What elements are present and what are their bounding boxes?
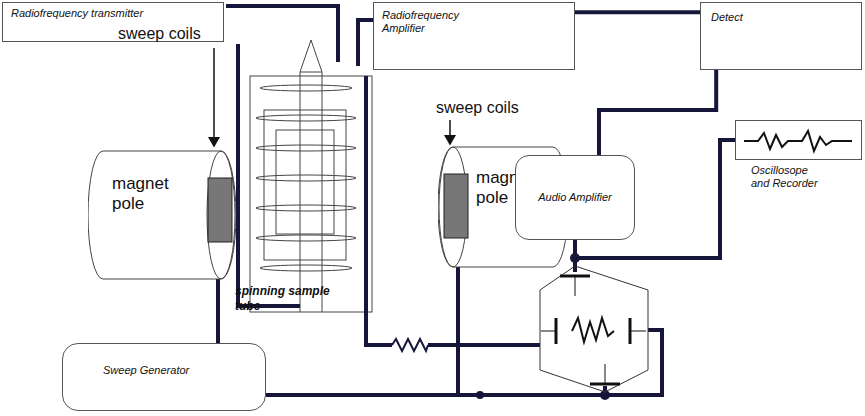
sweep-coil (444, 174, 468, 238)
part-label: sweep coils (118, 24, 201, 44)
bridge-network (540, 266, 648, 392)
trace-line (744, 131, 852, 151)
cylinder-body (88, 151, 236, 279)
junction-dots (476, 253, 610, 400)
bridge-plates (556, 276, 630, 384)
sample-probe (250, 40, 372, 312)
sweep-coil (208, 178, 232, 242)
generator-box: Sweep Generator (62, 343, 266, 411)
amplifier-box: Audio Amplifier (515, 155, 635, 240)
magnet-pole: magnet pole (88, 150, 236, 280)
signal-wire (599, 70, 716, 155)
node-label: magnet pole (112, 174, 194, 215)
pole-face (439, 147, 467, 267)
oscilloscope-trace (736, 121, 861, 159)
oscilloscope-box: Oscillosope and Recorder (735, 120, 862, 160)
signal-wire (575, 10, 700, 14)
detector-box: Detect (700, 2, 862, 70)
amplifier-box: Radiofrequency Amplifier (373, 2, 575, 70)
part-label: spinning sample tube (235, 284, 335, 314)
bridge-stems (541, 276, 646, 384)
node-label: Radiofrequency transmitter (11, 7, 215, 20)
magnet-pole-outline (88, 150, 236, 280)
pole-face (207, 151, 235, 279)
node-label: Detect (711, 11, 851, 24)
node-label: Sweep Generator (103, 364, 255, 377)
part-label: sweep coils (436, 98, 519, 118)
resistor-symbol (392, 339, 428, 351)
node-label: Radiofrequency Amplifier (382, 9, 492, 35)
node-label: Audio Amplifier (538, 191, 612, 204)
bridge-signal (572, 318, 614, 342)
node-label: Oscillosope and Recorder (751, 164, 829, 190)
